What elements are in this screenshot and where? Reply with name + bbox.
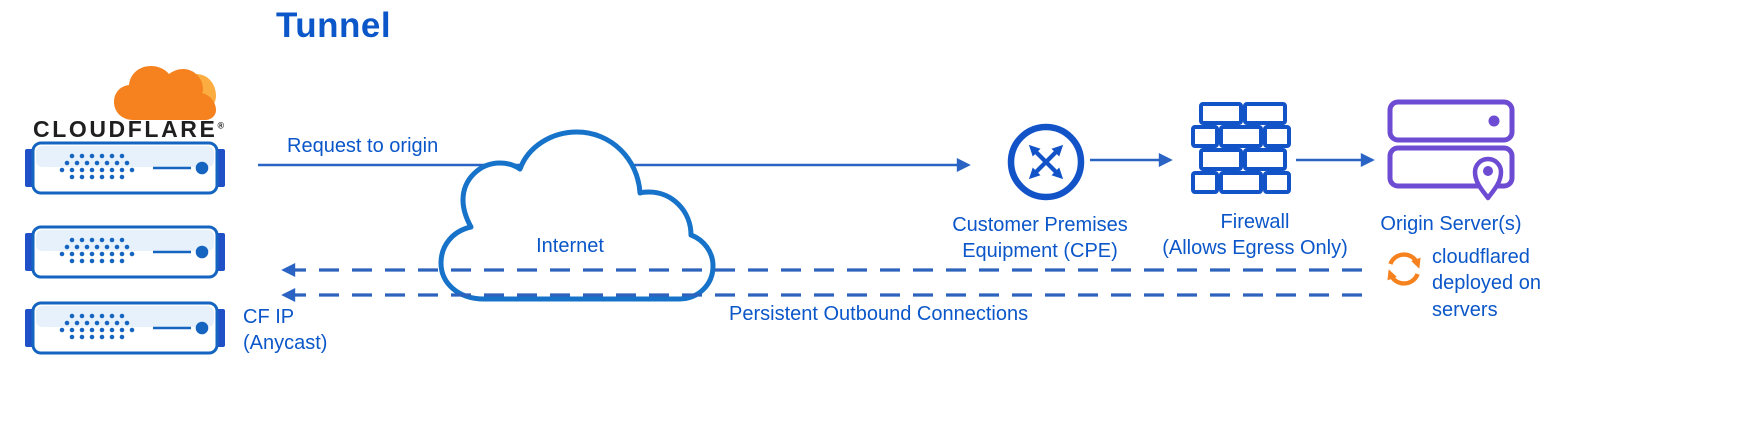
cf-ip-label: CF IP (Anycast)	[243, 304, 327, 357]
server-icon-3	[25, 303, 225, 353]
server-icon-2	[25, 227, 225, 277]
edge-server-stack	[25, 143, 225, 353]
firewall-label-line2: (Allows Egress Only)	[1162, 237, 1348, 260]
cloudflared-label-line1: cloudflared	[1432, 246, 1530, 268]
registered-mark: ®	[217, 120, 225, 131]
firewall-icon	[1191, 102, 1291, 194]
location-pin-icon	[1472, 156, 1504, 201]
cpe-label: Customer Premises Equipment (CPE)	[938, 212, 1142, 265]
cf-ip-label-line1: CF IP	[243, 306, 295, 328]
firewall-label-line1: Firewall	[1220, 211, 1290, 233]
cloudflare-logo-icon	[114, 66, 216, 120]
internet-label: Internet	[500, 233, 640, 259]
internet-label-text: Internet	[536, 235, 604, 257]
internet-cloud-icon	[438, 129, 716, 302]
cloudflared-label: cloudflared deployed on servers	[1432, 244, 1541, 323]
cf-ip-label-line2: (Anycast)	[243, 332, 328, 355]
cpe-router-icon	[1007, 123, 1085, 201]
origin-server-label: Origin Server(s)	[1380, 213, 1522, 235]
server-icon-1	[25, 143, 225, 193]
persistent-connections-label: Persistent Outbound Connections	[729, 303, 1029, 325]
cloudflare-wordmark: CLOUDFLARE®	[33, 116, 224, 143]
origin-server-icon	[1387, 99, 1515, 201]
cloudflared-label-line3: servers	[1432, 298, 1498, 321]
firewall-label: Firewall (Allows Egress Only)	[1148, 209, 1362, 262]
request-to-origin-label: Request to origin	[287, 135, 439, 157]
cpe-label-line2: Equipment (CPE)	[962, 240, 1118, 263]
cloudflared-label-line2: deployed on	[1432, 272, 1541, 295]
cloudflare-wordmark-text: CLOUDFLARE	[33, 116, 218, 142]
cloudflared-sync-icon	[1387, 252, 1421, 286]
cpe-label-line1: Customer Premises	[952, 214, 1128, 236]
page-title: Tunnel	[276, 6, 392, 45]
